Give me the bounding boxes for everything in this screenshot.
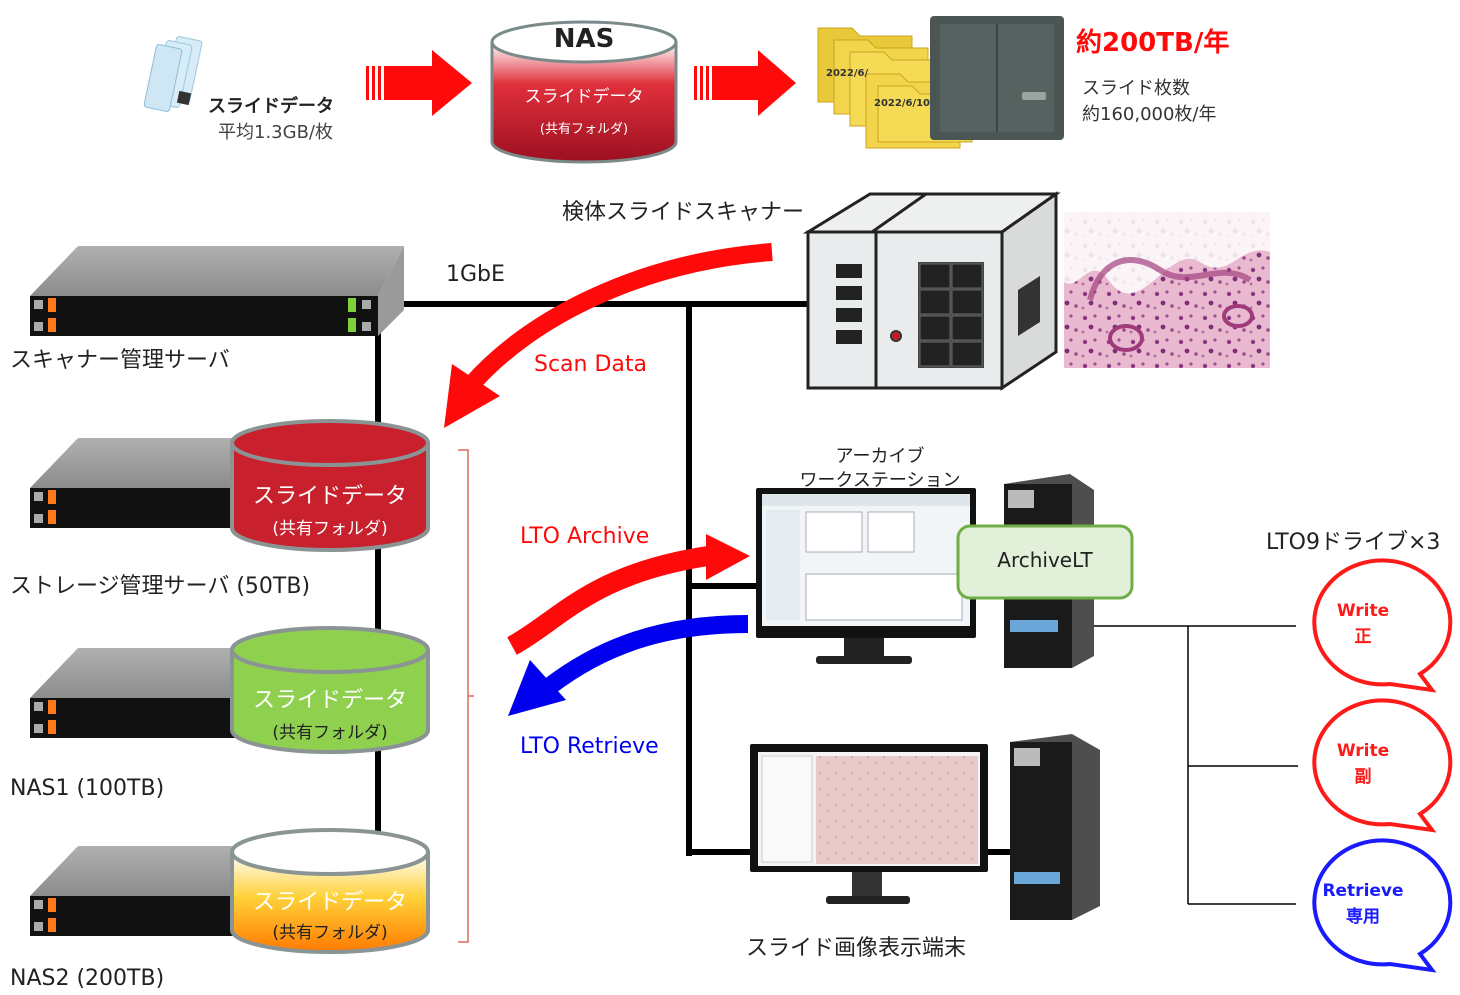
storage-cylinder-orange [230,828,430,954]
cylinder-green-line2: (共有フォルダ) [272,723,388,743]
slide-count-label: スライド枚数 [1082,78,1190,99]
drive-connection-lines [1094,625,1298,905]
lto-retrieve-arrow [508,615,749,716]
network-lines [375,301,1010,856]
volume-per-year: 約200TB/年 [1076,28,1230,58]
drive-write-secondary [1312,698,1453,833]
server-label-scanner: スキャナー管理サーバ [10,348,230,373]
archivelt-label: ArchiveLT [997,548,1093,572]
workstation-title-2: ワークステーション [799,470,961,491]
server-label-nas2: NAS2 (200TB) [10,966,165,991]
scanner-management-server [30,246,404,336]
storage-cylinder-green [230,626,430,754]
slide-scanner-device [802,191,1061,391]
drive-2-line1: Write [1336,741,1390,761]
drive-retrieve [1312,838,1453,973]
drive-3-line1: Retrieve [1322,881,1404,901]
cylinder-green-line1: スライドデータ [252,688,407,713]
cylinder-orange-line2: (共有フォルダ) [272,923,388,943]
scan-data-arrow [444,243,773,428]
scan-data-label: Scan Data [534,352,648,377]
slide-data-label: スライドデータ [208,96,334,117]
storage-management-server [30,438,260,528]
network-label: 1GbE [446,262,505,287]
scanner-label: 検体スライドスキャナー [562,200,805,225]
nas-cylinder [490,20,678,164]
tissue-micrograph-image [1064,212,1270,368]
cylinder-orange-line1: スライドデータ [252,890,407,915]
server-label-nas1: NAS1 (100TB) [10,776,165,801]
folder-date-b: 2022/6/10 [874,98,931,109]
drive-3-text: Retrieve 専用 [1298,878,1428,930]
folder-date-a: 2022/6/ [826,68,869,79]
viewer-monitor [750,744,988,904]
drive-1-line1: Write [1336,601,1390,621]
cylinder-red-line2: (共有フォルダ) [272,519,388,539]
drives-title: LTO9ドライブ×3 [1266,530,1441,555]
storage-bracket [458,449,474,943]
workstation-title-1: アーカイブ [835,446,925,467]
lto-archive-label: LTO Archive [520,524,650,549]
archivelt-box [956,524,1134,600]
slide-size-label: 平均1.3GB/枚 [218,122,333,143]
nas-line2: (共有フォルダ) [539,122,629,137]
cylinder-red-line1: スライドデータ [252,484,407,509]
server-label-storage: ストレージ管理サーバ (50TB) [10,574,311,599]
nas-title: NAS [553,24,615,54]
drive-write-primary [1312,558,1453,693]
flow-arrow-2 [694,50,796,116]
drive-1-line2: 正 [1354,627,1372,647]
drive-1-text: Write 正 [1298,598,1428,650]
lto-retrieve-label: LTO Retrieve [520,734,659,759]
drive-3-line2: 専用 [1346,907,1380,927]
nas2-server [30,846,260,936]
viewer-tower [1010,734,1100,920]
lto-archive-arrow [507,534,750,655]
drive-2-line2: 副 [1354,767,1372,787]
nas1-server [30,648,260,738]
nas-line1: スライドデータ [524,87,644,107]
slide-count-value: 約160,000枚/年 [1082,104,1217,125]
archive-workstation-monitor [756,488,976,664]
viewer-label: スライド画像表示端末 [746,936,967,961]
drive-2-text: Write 副 [1298,738,1428,790]
glass-slides-icon [143,36,203,112]
storage-cylinder-red [230,419,430,552]
lto-tape-icon [930,16,1064,140]
flow-arrow-1 [366,50,472,116]
